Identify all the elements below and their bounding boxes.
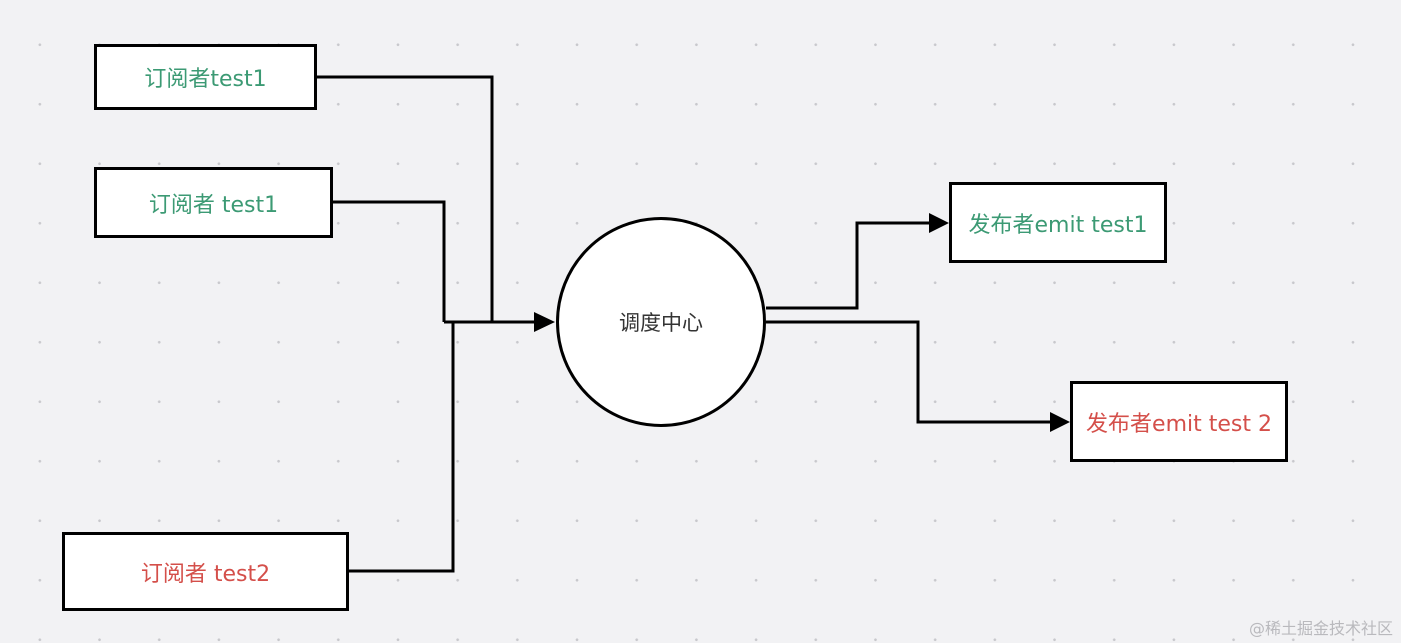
watermark: @稀土掘金技术社区 — [1248, 619, 1393, 638]
subscriber-node-test1-b[interactable]: 订阅者 test1 — [94, 167, 333, 238]
subscriber-node-test1-a[interactable]: 订阅者test1 — [94, 44, 317, 110]
subscriber-node-test2[interactable]: 订阅者 test2 — [62, 532, 349, 611]
edge-subscriber-3-to-hub — [348, 322, 455, 573]
publisher-label: 发布者emit test1 — [968, 212, 1148, 238]
publisher-label: 发布者emit test 2 — [1086, 411, 1272, 437]
edge-subscriber-1-to-hub — [316, 75, 494, 322]
subscriber-label: 订阅者 test1 — [148, 192, 279, 218]
subscriber-label: 订阅者test1 — [144, 67, 267, 92]
hub-label: 调度中心 — [619, 311, 703, 335]
edge-hub-to-publisher-2 — [766, 320, 1052, 424]
edge-hub-to-publisher-1 — [766, 221, 930, 310]
arrow-into-publisher-1 — [929, 213, 949, 233]
dispatch-center-node[interactable]: 调度中心 — [556, 217, 766, 427]
subscriber-label: 订阅者 test2 — [140, 561, 271, 587]
arrow-into-hub — [534, 312, 555, 332]
arrow-into-publisher-2 — [1050, 412, 1070, 432]
publisher-node-test1[interactable]: 发布者emit test1 — [949, 182, 1167, 263]
publisher-node-test2[interactable]: 发布者emit test 2 — [1070, 381, 1288, 462]
edge-subscriber-2-to-hub — [332, 200, 446, 322]
